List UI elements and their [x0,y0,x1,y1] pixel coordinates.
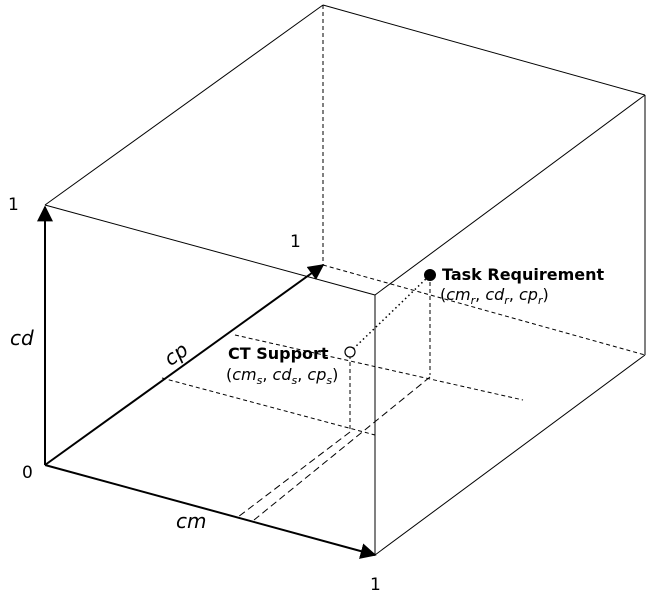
coord-sub: r [471,294,477,307]
coord-sub: s [326,374,332,387]
task-cm-projection [253,376,431,521]
cp-max-label: 1 [290,232,301,252]
task-requirement-projection [234,275,524,401]
coord-base: cp [307,365,326,384]
requirement-support-connector [349,274,431,353]
hidden-edges [322,5,646,356]
origin-label: 0 [22,463,33,483]
task-requirement-title: Task Requirement [442,265,605,284]
coord-sub: r [504,294,510,307]
edge-top-left [44,4,324,206]
coord-base: cp [519,285,538,304]
task-cp-guide [234,334,524,401]
coord-sub: s [292,374,298,387]
ct-support-coords: (cms, cds, cps) [226,365,338,387]
coord-base: cd [273,365,293,384]
coord-sub: r [538,294,544,307]
cm-axis [44,464,377,559]
coord-base: cm [232,365,256,384]
cd-axis-label: cd [10,326,34,350]
ct-support-projection [161,355,431,521]
edge-top-front [44,204,376,296]
support-cp-guide [161,377,376,436]
support-cm-projection [237,431,351,518]
edge-top-back [322,4,646,96]
ct-support-title: CT Support [228,344,329,363]
task-requirement-point [424,269,436,281]
cm-max-label: 1 [370,575,381,595]
cd-max-label: 1 [8,195,19,215]
coord-base: cm [446,285,470,304]
edge-top-right [374,94,646,296]
ct-support-point [344,346,356,358]
cube-edges [44,4,646,556]
coord-base: cd [485,285,505,304]
cp-axis-label: cp [159,337,192,370]
coord-sub: s [257,374,263,387]
edge-bottom-right [374,354,646,556]
axes [37,205,377,559]
cm-axis-label: cm [176,509,206,533]
cp-axis [44,264,325,466]
task-requirement-coords: (cmr, cdr, cpr) [440,285,549,307]
